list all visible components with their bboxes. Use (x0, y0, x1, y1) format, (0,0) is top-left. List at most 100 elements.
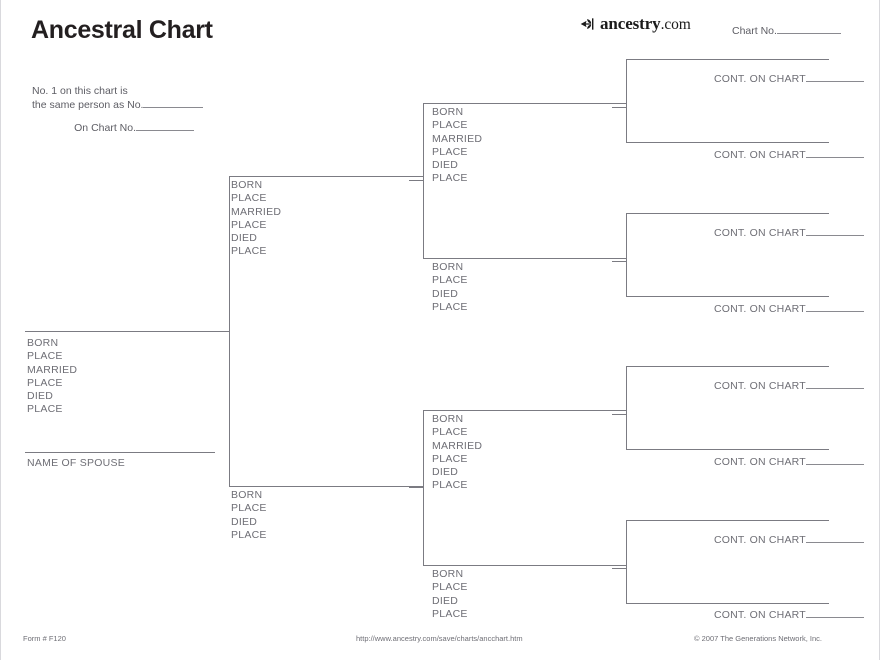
person-15-chart-blank[interactable] (805, 617, 864, 618)
generation-4-bracket-c (626, 366, 627, 449)
person-6-place-2: PLACE (432, 452, 468, 465)
person-2-fields: BORN PLACE MARRIED PLACE DIED PLACE (231, 179, 281, 259)
generation-4-bracket-a (626, 59, 627, 142)
person-2-place-3: PLACE (231, 245, 267, 258)
person-4-place-3: PLACE (432, 172, 468, 185)
person-3-fields: BORN PLACE DIED PLACE (231, 489, 267, 542)
person-10-chart-blank[interactable] (805, 235, 864, 236)
person-2-name-line[interactable] (229, 176, 423, 177)
person-8-cont-on-chart: CONT. ON CHART (714, 73, 864, 85)
leaf-icon (580, 18, 594, 30)
person-8-name-line[interactable] (626, 59, 829, 60)
on-chart-no-blank[interactable] (136, 130, 194, 131)
person-6-fields: BORN PLACE MARRIED PLACE DIED PLACE (432, 413, 482, 493)
person-1-born: BORN (27, 337, 59, 349)
page-footer: Form # F120 http://www.ancestry.com/save… (1, 620, 879, 660)
person-1-died: DIED (27, 390, 54, 403)
person-8-chart-blank[interactable] (805, 81, 864, 82)
person-3-name-line[interactable] (229, 486, 423, 487)
same-person-no-blank[interactable] (143, 107, 204, 108)
person-7-died: DIED (432, 594, 459, 607)
person-2-place: PLACE (231, 192, 267, 205)
brand-name: ancestry (600, 14, 661, 33)
person-6-place-3: PLACE (432, 479, 468, 492)
person-6-place: PLACE (432, 426, 468, 439)
same-person-note: No. 1 on this chart is the same person a… (32, 84, 204, 112)
person-13-cont-on-chart: CONT. ON CHART (714, 456, 864, 468)
person-1-married: MARRIED (27, 363, 78, 376)
person-4-married: MARRIED (432, 132, 483, 145)
person-11-cont-on-chart: CONT. ON CHART (714, 303, 864, 315)
person-5-died: DIED (432, 287, 459, 300)
person-15-cont-on-chart: CONT. ON CHART (714, 609, 864, 621)
person-7-name-line[interactable] (423, 565, 626, 566)
chart-no-field: Chart No. (732, 25, 841, 37)
person-2-place-2: PLACE (231, 218, 267, 231)
person-1-name-line[interactable] (25, 331, 229, 332)
connector-person4-to-gen4-a (612, 107, 627, 108)
generation-4-bracket-b (626, 213, 627, 296)
person-2-born: BORN (231, 179, 263, 191)
person-6-died: DIED (432, 466, 459, 479)
connector-person1-to-gen2 (215, 331, 230, 332)
person-5-name-line[interactable] (423, 258, 626, 259)
page-title: Ancestral Chart (31, 16, 213, 44)
person-3-place-2: PLACE (231, 528, 267, 541)
chart-no-blank[interactable] (776, 33, 841, 34)
connector-person3-to-gen3-lower (409, 487, 424, 488)
person-5-born: BORN (432, 261, 464, 273)
connector-person2-to-gen3-upper (409, 180, 424, 181)
copyright-notice: © 2007 The Generations Network, Inc. (694, 634, 822, 643)
connector-person5-to-gen4-b (612, 261, 627, 262)
person-1-spouse-line[interactable] (25, 452, 215, 453)
person-7-born: BORN (432, 568, 464, 580)
person-6-born: BORN (432, 413, 464, 425)
person-2-married: MARRIED (231, 205, 282, 218)
person-4-name-line[interactable] (423, 103, 626, 104)
on-chart-no-note: On Chart No. (32, 121, 194, 135)
person-15-name-line[interactable] (626, 603, 829, 604)
person-13-name-line[interactable] (626, 449, 829, 450)
person-5-fields: BORN PLACE DIED PLACE (432, 261, 468, 314)
person-7-place-2: PLACE (432, 607, 468, 620)
ancestry-logo: ancestry.com (579, 14, 691, 34)
person-10-cont-on-chart: CONT. ON CHART (714, 227, 864, 239)
person-4-died: DIED (432, 159, 459, 172)
person-12-chart-blank[interactable] (805, 388, 864, 389)
person-14-name-line[interactable] (626, 520, 829, 521)
person-1-place-2: PLACE (27, 376, 63, 389)
person-7-place: PLACE (432, 581, 468, 594)
person-13-chart-blank[interactable] (805, 464, 864, 465)
connector-person6-to-gen4-c (612, 414, 627, 415)
person-6-married: MARRIED (432, 439, 483, 452)
ancestry-wordmark: ancestry.com (600, 14, 691, 34)
person-3-born: BORN (231, 489, 263, 501)
person-5-place: PLACE (432, 274, 468, 287)
person-1-place: PLACE (27, 350, 63, 363)
person-4-place-2: PLACE (432, 145, 468, 158)
generation-4-bracket-d (626, 520, 627, 603)
form-number: Form # F120 (23, 634, 66, 643)
person-3-died: DIED (231, 515, 258, 528)
person-5-place-2: PLACE (432, 300, 468, 313)
person-1-spouse-label: NAME OF SPOUSE (27, 457, 126, 469)
person-9-cont-on-chart: CONT. ON CHART (714, 149, 864, 161)
person-9-name-line[interactable] (626, 142, 829, 143)
person-12-name-line[interactable] (626, 366, 829, 367)
person-3-place: PLACE (231, 502, 267, 515)
person-4-place: PLACE (432, 119, 468, 132)
person-11-name-line[interactable] (626, 296, 829, 297)
person-2-died: DIED (231, 232, 258, 245)
person-11-chart-blank[interactable] (805, 311, 864, 312)
person-4-fields: BORN PLACE MARRIED PLACE DIED PLACE (432, 106, 482, 186)
source-url: http://www.ancestry.com/save/charts/ancc… (356, 634, 523, 643)
same-person-note-line1: No. 1 on this chart is (32, 85, 128, 97)
person-14-cont-on-chart: CONT. ON CHART (714, 534, 864, 546)
person-10-name-line[interactable] (626, 213, 829, 214)
person-9-chart-blank[interactable] (805, 157, 864, 158)
person-6-name-line[interactable] (423, 410, 626, 411)
person-14-chart-blank[interactable] (805, 542, 864, 543)
person-1-fields: BORN PLACE MARRIED PLACE DIED PLACE (27, 337, 77, 417)
person-4-born: BORN (432, 106, 464, 118)
